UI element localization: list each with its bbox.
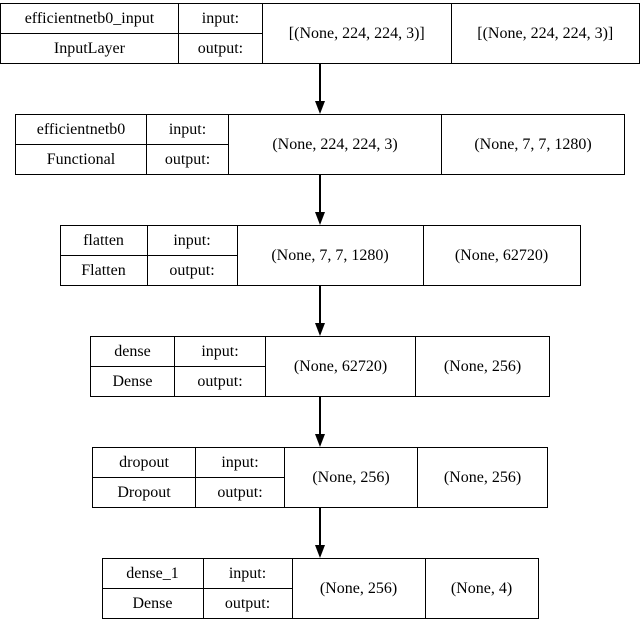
layer-name: efficientnetb0_input (0, 3, 179, 34)
arrow-line (319, 508, 321, 546)
arrowhead-icon (315, 323, 325, 336)
layer-name: flatten (59, 225, 148, 256)
layer-node-dense-1: dense_1 input: (None, 256) (None, 4) Den… (101, 558, 539, 619)
layer-node-dropout: dropout input: (None, 256) (None, 256) D… (92, 447, 548, 508)
output-label: output: (146, 144, 229, 175)
arrow-line (319, 397, 321, 435)
input-shape: (None, 62720) (265, 336, 416, 397)
output-label: output: (202, 588, 293, 619)
layer-name: dropout (92, 447, 196, 478)
arrow-line (319, 286, 321, 324)
layer-name: efficientnetb0 (15, 114, 147, 145)
output-shape: (None, 7, 7, 1280) (441, 114, 625, 175)
arrowhead-icon (315, 434, 325, 447)
arrowhead-icon (315, 545, 325, 558)
layer-node-efficientnetb0: efficientnetb0 input: (None, 224, 224, 3… (15, 114, 625, 175)
input-shape: (None, 256) (291, 558, 426, 619)
edge-arrow (315, 175, 325, 225)
input-shape: (None, 224, 224, 3) (228, 114, 442, 175)
edge-arrow (315, 508, 325, 558)
layer-type: Flatten (59, 255, 148, 286)
input-shape: [(None, 224, 224, 3)] (262, 3, 452, 64)
layer-type: Dense (101, 588, 204, 619)
output-label: output: (174, 366, 266, 397)
arrow-line (319, 175, 321, 213)
output-label: output: (146, 255, 238, 286)
input-shape: (None, 256) (284, 447, 418, 508)
layer-name: dense_1 (101, 558, 204, 589)
input-label: input: (174, 336, 266, 367)
edge-arrow (315, 286, 325, 336)
input-label: input: (195, 447, 285, 478)
layer-type: Dropout (92, 477, 196, 508)
layer-type: Dense (90, 366, 175, 397)
output-shape: (None, 256) (415, 336, 550, 397)
layer-node-dense: dense input: (None, 62720) (None, 256) D… (90, 336, 550, 397)
layer-node-efficientnetb0-input: efficientnetb0_input input: [(None, 224,… (0, 3, 640, 64)
input-label: input: (146, 114, 229, 145)
input-label: input: (146, 225, 238, 256)
input-shape: (None, 7, 7, 1280) (236, 225, 424, 286)
input-label: input: (177, 3, 264, 34)
edge-arrow (315, 64, 325, 114)
layer-type: Functional (15, 144, 147, 175)
arrowhead-icon (315, 212, 325, 225)
input-label: input: (202, 558, 293, 589)
layer-name: dense (90, 336, 175, 367)
layer-type: InputLayer (0, 33, 179, 64)
layer-node-flatten: flatten input: (None, 7, 7, 1280) (None,… (59, 225, 581, 286)
output-shape: (None, 4) (424, 558, 539, 619)
edge-arrow (315, 397, 325, 447)
output-label: output: (177, 33, 264, 64)
arrowhead-icon (315, 101, 325, 114)
arrow-line (319, 64, 321, 102)
output-shape: (None, 62720) (422, 225, 581, 286)
output-label: output: (195, 477, 285, 508)
output-shape: [(None, 224, 224, 3)] (450, 3, 640, 64)
output-shape: (None, 256) (417, 447, 548, 508)
